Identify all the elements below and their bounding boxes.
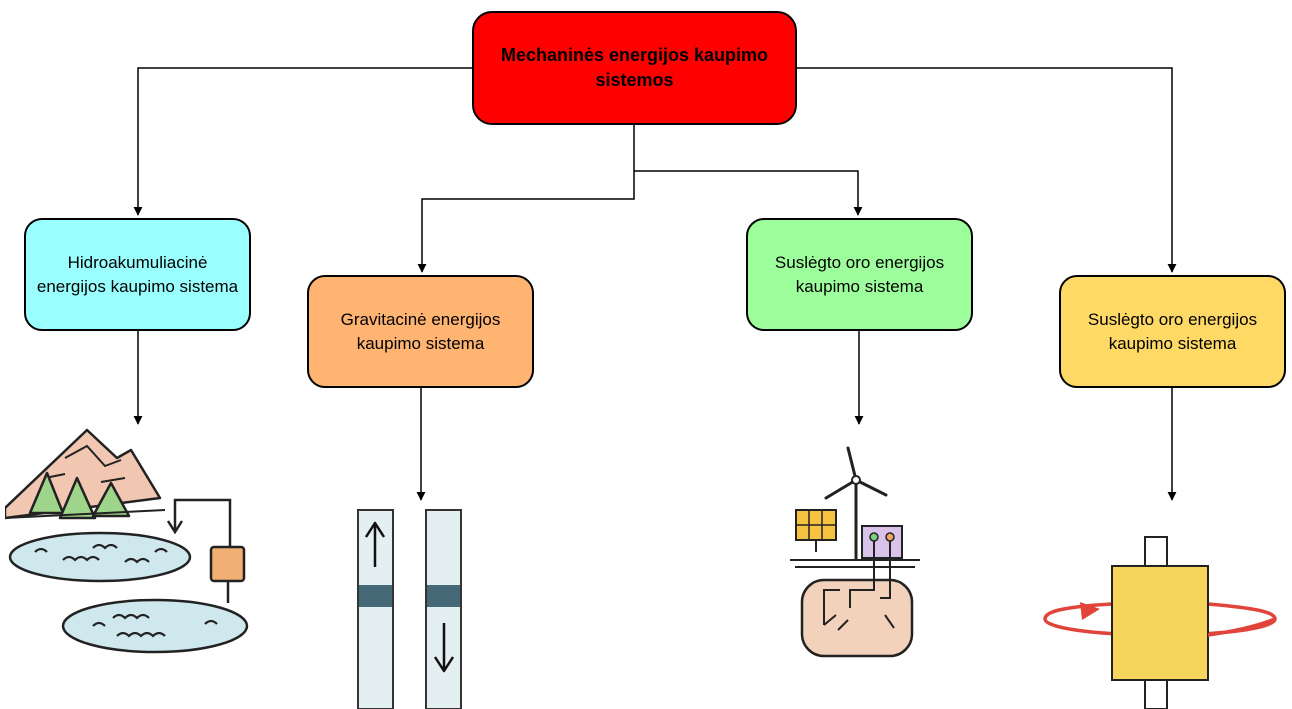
pumped-hydro-node: Hidroakumuliacinė energijos kaupimo sist…: [24, 218, 251, 331]
pumped-hydro-icon: [5, 428, 249, 654]
edge-root-node2: [417, 125, 635, 273]
gravity-storage-label: Gravitacinė energijos kaupimo sistema: [340, 310, 501, 353]
root-node: Mechaninės energijos kaupimo sistemos: [472, 11, 797, 125]
compressed-air-node-green: Suslėgto oro energijos kaupimo sistema: [746, 218, 973, 331]
flywheel-icon: [1043, 536, 1277, 709]
compressed-air-node-yellow: Suslėgto oro energijos kaupimo sistema: [1059, 275, 1286, 388]
edge-root-node4: [797, 67, 1177, 273]
root-node-label: Mechaninės energijos kaupimo sistemos: [500, 45, 769, 90]
edge-root-node1: [133, 67, 472, 216]
compressed-air-cavern-icon: [790, 446, 920, 658]
gravity-shaft-icon: [357, 509, 462, 709]
pumped-hydro-label: Hidroakumuliacinė energijos kaupimo sist…: [36, 253, 239, 296]
compressed-air-label-green: Suslėgto oro energijos kaupimo sistema: [774, 253, 945, 296]
edge-root-node3: [634, 170, 863, 216]
compressed-air-label-yellow: Suslėgto oro energijos kaupimo sistema: [1087, 310, 1258, 353]
gravity-storage-node: Gravitacinė energijos kaupimo sistema: [307, 275, 534, 388]
